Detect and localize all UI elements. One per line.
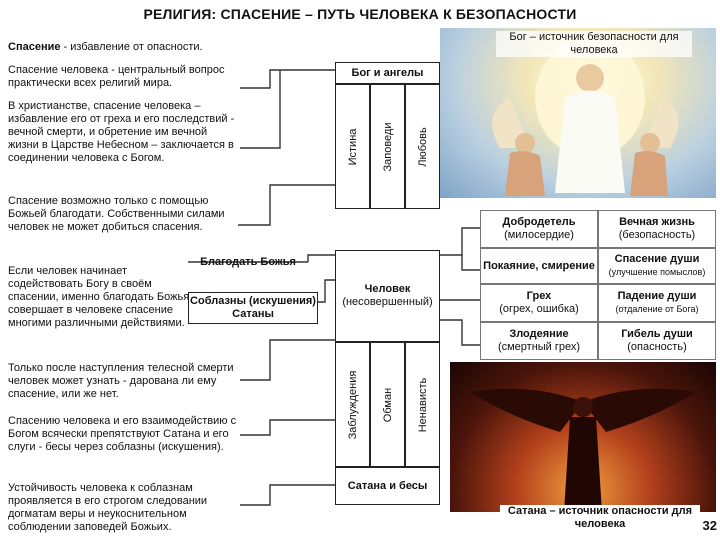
cell-main: Добродетель [502,216,576,228]
label-hatred: Ненависть [416,377,429,432]
definition-line: Спасение - избавление от опасности. [8,41,308,54]
cell-main: Злодеяние [509,328,569,340]
box-man: Человек (несовершенный) [335,250,440,342]
box-god-angels: Бог и ангелы [335,62,440,84]
cell-perdition: Гибель души (опасность) [598,322,716,360]
cell-main: Вечная жизнь [619,216,695,228]
text-paragraph-1: Спасение человека - центральный вопрос п… [8,64,225,89]
vbox-love: Любовь [405,84,440,209]
satan-picture [450,362,716,512]
cell-sub: (улучшение помыслов) [608,267,706,277]
definition-term: Спасение [8,41,61,53]
cell-sub: (огрех, ошибка) [499,303,579,315]
cell-sub: (безопасность) [618,229,696,241]
vbox-deception: Обман [370,342,405,467]
label-deception: Обман [381,387,394,422]
connector-text-p6 [240,419,335,436]
man-label: Человек [364,283,411,295]
page-title: РЕЛИГИЯ: СПАСЕНИЕ – ПУТЬ ЧЕЛОВЕКА К БЕЗО… [143,6,577,22]
definition-text: - избавление от опасности. [60,41,203,53]
cell-main: Падение души [617,290,697,302]
consequences-table: Добродетель (милосердие) Вечная жизнь (б… [480,210,716,360]
connector-temptations-man [318,279,335,303]
vbox-commandments: Заповеди [370,84,405,209]
connector-text-p3 [238,184,335,226]
cell-repentance: Покаяние, смирение [480,248,598,284]
cell-sub: (милосердие) [504,229,574,241]
label-grace: Благодать Божья [200,255,296,268]
cell-villainy: Злодеяние (смертный грех) [480,322,598,360]
vbox-delusions: Заблуждения [335,342,370,467]
connector-text-p5 [240,339,335,381]
cell-main: Покаяние, смирение [483,259,595,272]
vbox-truth: Истина [335,84,370,209]
connector-man-villainy [440,319,480,346]
box-temptations: Соблазны (искушения) Сатаны [188,292,318,324]
cell-sub: (отдаление от Бога) [615,304,699,314]
cell-sub: (смертный грех) [497,341,581,353]
text-paragraph-3: Спасение возможно только с помощью Божье… [8,195,225,233]
connector-text-p2 [240,70,281,149]
label-love: Любовь [416,126,429,167]
box-satan-demons: Сатана и бесы [335,467,440,505]
cell-virtue: Добродетель (милосердие) [480,210,598,248]
satan-illustration [470,388,696,512]
cell-sin: Грех (огрех, ошибка) [480,284,598,322]
text-paragraph-7: Устойчивость человека к соблазнам проявл… [8,482,208,533]
man-sublabel: (несовершенный) [342,296,433,308]
caption-god-source: Бог – источник безопасности для человека [496,31,692,57]
label-commandments: Заповеди [381,122,394,171]
label-truth: Истина [346,128,359,165]
text-paragraph-4: Если человек начинает содействовать Богу… [8,265,190,329]
connector-man-repentance [461,255,480,271]
cell-salvation: Спасение души (улучшение помыслов) [598,248,716,284]
cell-eternal-life: Вечная жизнь (безопасность) [598,210,716,248]
text-paragraph-2: В христианстве, спасение человека – изба… [8,100,235,164]
vbox-hatred: Ненависть [405,342,440,467]
cell-sub: (опасность) [627,341,687,353]
connector-man-virtue [440,227,480,256]
god-angels-illustration [492,38,679,196]
text-paragraph-6: Спасению человека и его взаимодействию с… [8,415,237,453]
cell-fall: Падение души (отдаление от Бога) [598,284,716,322]
page-number: 32 [702,518,717,533]
text-paragraph-5: Только после наступления телесной смерти… [8,362,234,400]
connector-text-p7 [240,484,335,506]
connector-grace-man [307,254,335,262]
caption-satan-source: Сатана – источник опасности для человека [500,505,700,531]
connector-god-text [240,69,335,89]
cell-main: Гибель души [621,328,693,340]
cell-main: Грех [526,290,552,302]
cell-main: Спасение души [614,253,700,265]
label-delusions: Заблуждения [346,370,359,439]
